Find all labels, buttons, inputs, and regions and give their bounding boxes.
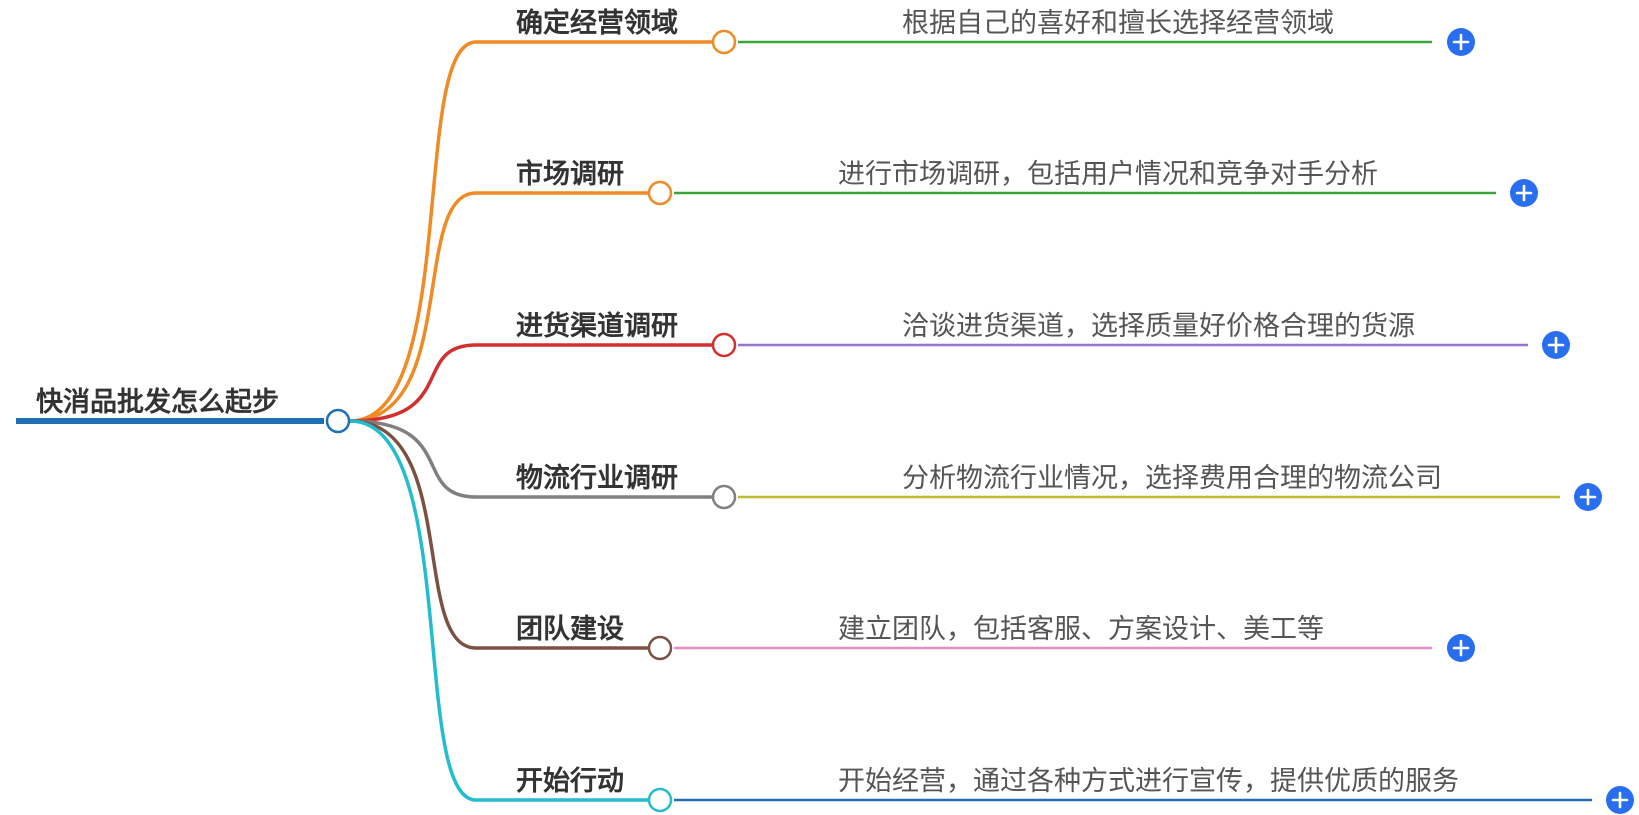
branch-connector-dot[interactable] (647, 787, 673, 813)
root-connector-dot[interactable] (325, 408, 351, 434)
branch-label: 开始行动 (516, 765, 624, 797)
leaf-label: 进行市场调研，包括用户情况和竞争对手分析 (838, 159, 1378, 190)
branch-label: 团队建设 (516, 614, 624, 645)
branch-connector-dot[interactable] (647, 635, 673, 661)
branch-connector (349, 40, 713, 423)
plus-circle-icon[interactable] (1542, 331, 1570, 359)
branch-node[interactable]: 确定经营领域 根据自己的喜好和擅长选择经营领域 (516, 7, 1475, 56)
branch-connector (349, 191, 649, 423)
branch-label: 物流行业调研 (516, 462, 678, 494)
leaf-label: 分析物流行业情况，选择费用合理的物流公司 (902, 463, 1442, 494)
branch-connector (349, 419, 713, 499)
plus-circle-icon[interactable] (1447, 634, 1475, 662)
branch-connector-dot[interactable] (647, 180, 673, 206)
plus-circle-icon[interactable] (1606, 786, 1634, 814)
leaf-label: 根据自己的喜好和擅长选择经营领域 (902, 8, 1334, 39)
plus-circle-icon[interactable] (1447, 28, 1475, 56)
leaf-label: 洽谈进货渠道，选择质量好价格合理的货源 (902, 311, 1415, 342)
root-label: 快消品批发怎么起步 (36, 386, 279, 418)
branch-connectors (349, 40, 713, 802)
branch-connector (349, 419, 649, 802)
branch-node[interactable]: 团队建设 建立团队，包括客服、方案设计、美工等 (516, 614, 1475, 662)
leaf-label: 开始经营，通过各种方式进行宣传，提供优质的服务 (838, 766, 1459, 797)
branch-connector (349, 343, 713, 423)
branch-node[interactable]: 市场调研 进行市场调研，包括用户情况和竞争对手分析 (516, 158, 1538, 207)
plus-circle-icon[interactable] (1510, 179, 1538, 207)
root-node[interactable]: 快消品批发怎么起步 (16, 386, 351, 434)
branch-connector-dot[interactable] (711, 484, 737, 510)
branch-node[interactable]: 进货渠道调研 洽谈进货渠道，选择质量好价格合理的货源 (516, 310, 1570, 359)
branch-node[interactable]: 物流行业调研 分析物流行业情况，选择费用合理的物流公司 (516, 462, 1602, 511)
plus-circle-icon[interactable] (1574, 483, 1602, 511)
branch-node[interactable]: 开始行动 开始经营，通过各种方式进行宣传，提供优质的服务 (516, 765, 1634, 814)
branch-label: 市场调研 (516, 158, 624, 190)
leaf-label: 建立团队，包括客服、方案设计、美工等 (838, 614, 1324, 645)
branch-label: 进货渠道调研 (516, 310, 678, 342)
branch-connector-dot[interactable] (711, 332, 737, 358)
branch-connector-dot[interactable] (711, 29, 737, 55)
branch-label: 确定经营领域 (516, 7, 678, 39)
branch-connector (349, 419, 649, 650)
